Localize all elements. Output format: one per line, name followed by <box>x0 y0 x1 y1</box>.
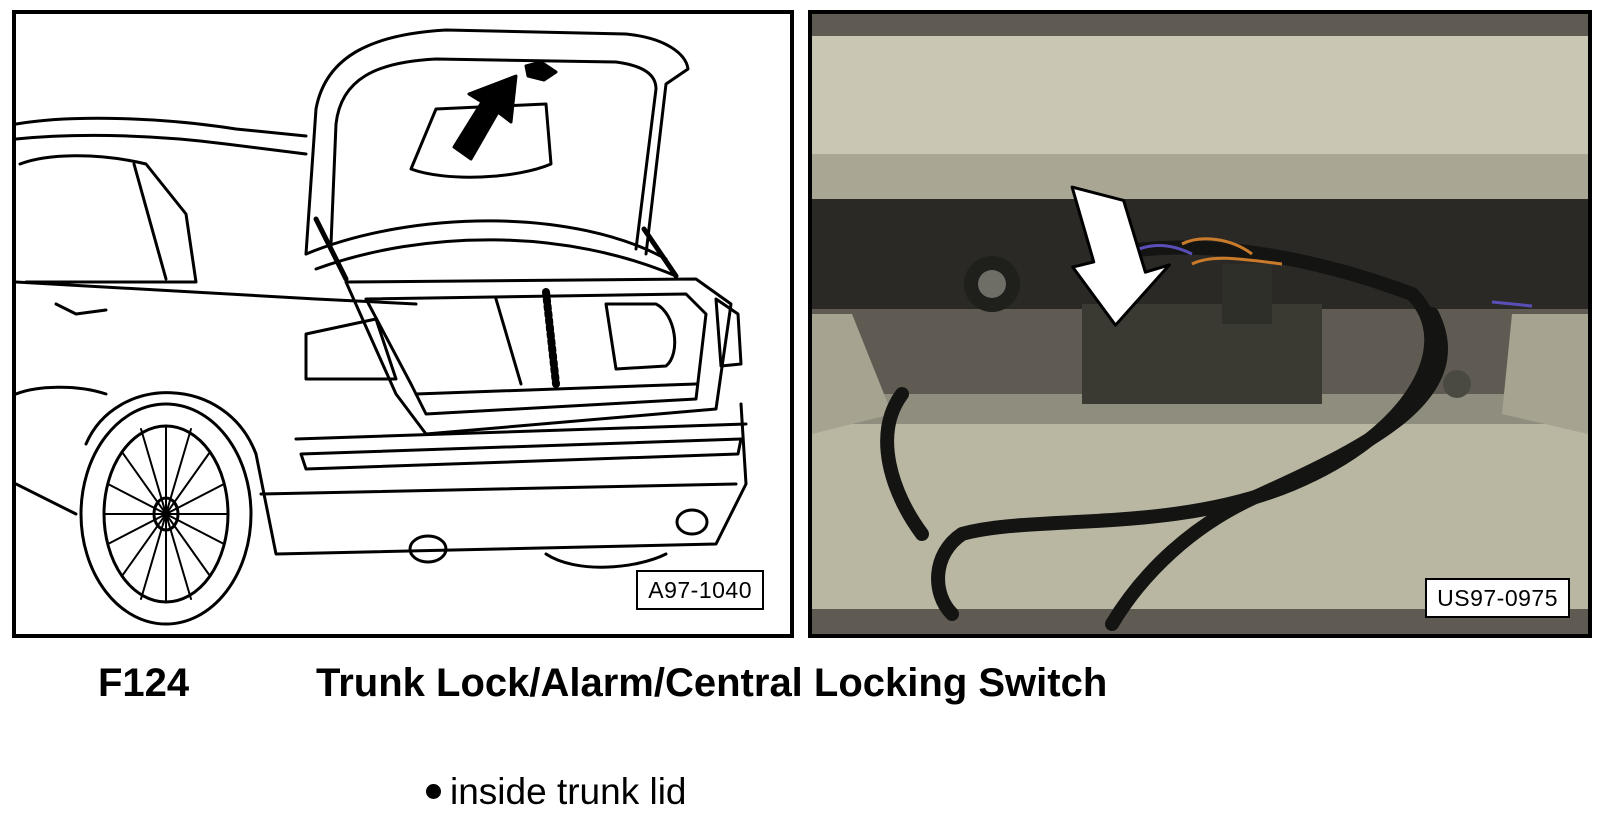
location-text: inside trunk lid <box>450 771 687 812</box>
component-title: Trunk Lock/Alarm/Central Locking Switch <box>316 661 1108 705</box>
illustration-panel: A97-1040 <box>12 10 794 638</box>
photo-panel: US97-0975 <box>808 10 1592 638</box>
figure-label-right: US97-0975 <box>1425 578 1570 618</box>
trunk-switch-photo <box>812 14 1588 634</box>
location-item: inside trunk lid <box>426 770 687 814</box>
figure-label-left: A97-1040 <box>636 570 764 610</box>
bullet-icon <box>426 783 441 799</box>
component-code: F124 <box>98 661 190 705</box>
car-trunk-drawing <box>16 28 748 626</box>
